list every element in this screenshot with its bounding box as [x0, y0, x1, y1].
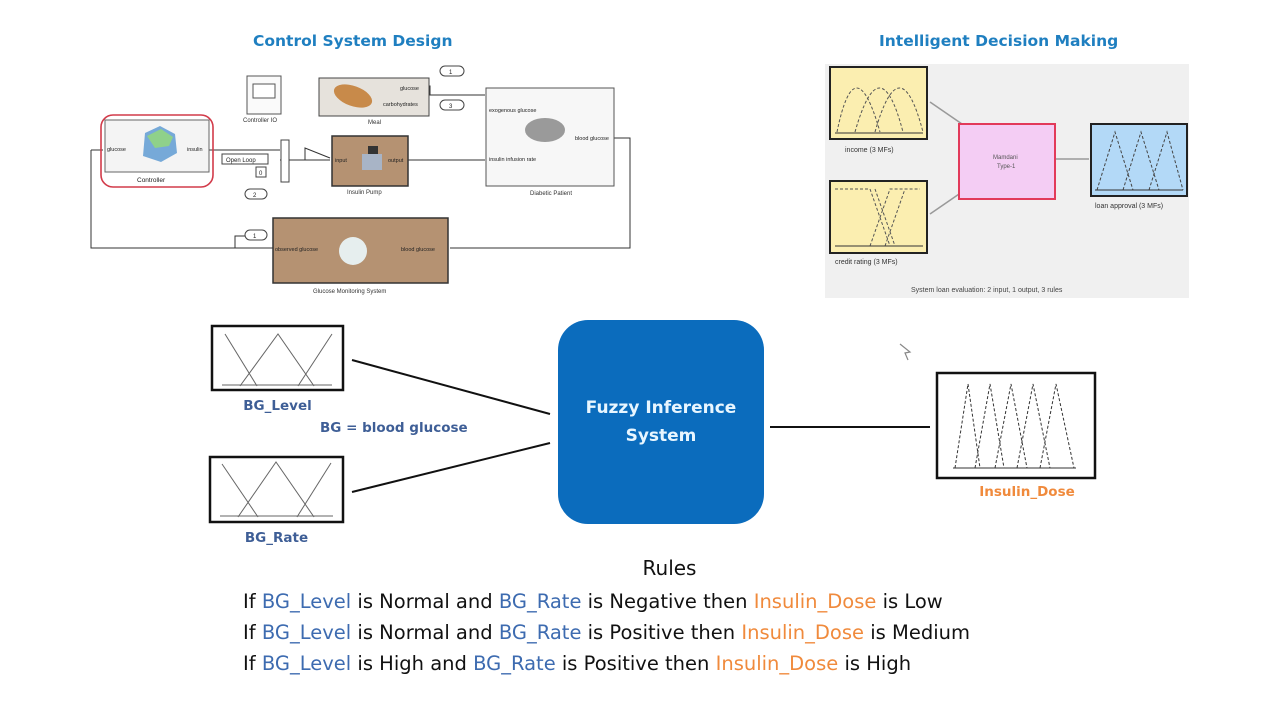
controller-out-port: insulin [187, 147, 203, 153]
outport-1 [439, 65, 465, 77]
bg-rate-mf-box [208, 455, 345, 524]
bg-level-label: BG_Level [243, 398, 312, 414]
mouse-cursor-icon [899, 343, 912, 361]
outport-1-label: 1 [449, 70, 453, 76]
meal-port-carbs: carbohydrates [383, 102, 418, 108]
fis-title-line2: System [625, 426, 697, 446]
income-mf-box [829, 66, 928, 140]
patient-out-glucose: blood glucose [575, 136, 609, 142]
controller-label: Controller [137, 177, 166, 184]
glucose-monitor-label: Glucose Monitoring System [313, 289, 386, 295]
patient-in-exogenous: exogenous glucose [489, 108, 536, 114]
outport-1b-label: 1 [253, 234, 257, 240]
outport-1b [244, 229, 268, 241]
insulin-dose-mf-box [935, 371, 1097, 480]
outport-3 [439, 99, 465, 111]
pump-out-port: output [388, 158, 404, 164]
monitor-out-port: observed glucose [275, 247, 318, 253]
constant-block [255, 166, 267, 178]
meal-label: Meal [368, 120, 381, 126]
insulin-pump-label: Insulin Pump [347, 190, 382, 196]
bg-rate-connector [351, 442, 551, 493]
outport-2-label: 2 [253, 193, 257, 199]
outport-3-label: 3 [449, 104, 453, 110]
credit-mf-box [829, 180, 928, 254]
open-loop-block [221, 153, 269, 165]
bg-definition-note: BG = blood glucose [320, 420, 468, 436]
mamdani-engine-box [958, 123, 1056, 200]
loan-approval-mf-box [1090, 123, 1188, 197]
intelligent-decision-making-title: Intelligent Decision Making [879, 32, 1119, 50]
rule-item: If BG_Level is Normal and BG_Rate is Neg… [243, 590, 943, 613]
bg-level-connector [351, 359, 551, 415]
controller-highlight [100, 114, 214, 188]
patient-in-insulin: insulin infusion rate [489, 157, 536, 163]
rules-title: Rules [642, 556, 697, 580]
switch-block [280, 139, 290, 183]
insulin-dose-label: Insulin_Dose [979, 484, 1075, 500]
controller-in-port: glucose [107, 147, 126, 153]
fuzzy-designer-panel: income (3 MFs) credit rating (3 MFs) Mam… [825, 64, 1189, 298]
engine-type: Mamdani [993, 155, 1018, 161]
rules-section: Rules If BG_Level is Normal and BG_Rate … [0, 556, 1279, 679]
fuzzy-inference-system-block: Fuzzy Inference System [558, 320, 764, 524]
outport-2 [244, 188, 268, 200]
scope-label: Controller IO [243, 118, 277, 124]
credit-label: credit rating (3 MFs) [835, 259, 898, 266]
rule-item: If BG_Level is Normal and BG_Rate is Pos… [243, 621, 970, 644]
constant-label: 0 [259, 171, 263, 177]
meal-port-glucose: glucose [400, 86, 419, 92]
monitor-in-port: blood glucose [401, 247, 435, 253]
pump-in-port: input [335, 158, 347, 164]
bg-rate-label: BG_Rate [244, 530, 309, 546]
open-loop-label: Open Loop [226, 158, 256, 164]
system-summary: System loan evaluation: 2 input, 1 outpu… [911, 287, 1063, 294]
fis-title-line1: Fuzzy Inference [585, 398, 737, 418]
bg-level-mf-box [210, 324, 345, 392]
rule-item: If BG_Level is High and BG_Rate is Posit… [243, 652, 912, 675]
engine-subtype: Type-1 [997, 164, 1016, 170]
simulink-model: glucose insulin Controller Controller IO… [90, 65, 631, 295]
loan-approval-label: loan approval (3 MFs) [1095, 203, 1163, 210]
control-system-design-title: Control System Design [253, 32, 453, 50]
blood-glucose-line [450, 137, 631, 249]
diabetic-patient-label: Diabetic Patient [530, 191, 572, 197]
income-label: income (3 MFs) [845, 147, 894, 154]
